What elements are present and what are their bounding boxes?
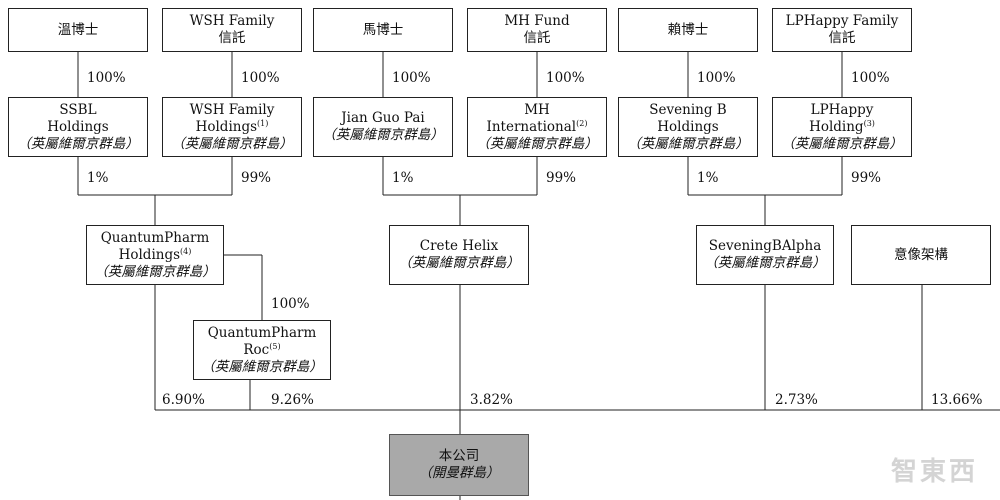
wsh-family-holdings-note: (1) bbox=[257, 118, 269, 128]
crete-helix-label: Crete Helix bbox=[419, 238, 499, 254]
jian-guo-pai-jurisdiction: （英屬維爾京群島） bbox=[322, 127, 444, 143]
mh-fund-trust-box: MH Fund 信託 bbox=[467, 8, 607, 52]
pct-wsh-qp: 99% bbox=[240, 170, 273, 186]
watermark-logo: 智東西 bbox=[890, 457, 978, 487]
wsh-family-trust-sublabel: 信託 bbox=[218, 30, 246, 46]
pct-qp-company: 6.90% bbox=[161, 392, 206, 408]
yixiang-structure-label: 意像架構 bbox=[894, 246, 948, 263]
crete-helix-box: Crete Helix （英屬維爾京群島） bbox=[389, 225, 529, 285]
seveningbalpha-box: SeveningBAlpha （英屬維爾京群島） bbox=[696, 225, 834, 285]
wsh-family-holdings-label-1: WSH Family bbox=[189, 101, 275, 118]
quantumpharm-roc-box: QuantumPharm Roc(5) （英屬維爾京群島） bbox=[193, 320, 331, 380]
wsh-family-holdings-label-2: Holdings(1) bbox=[196, 119, 269, 136]
sevening-b-holdings-label-1: Sevening B bbox=[649, 101, 727, 118]
company-box: 本公司 （開曼群島） bbox=[389, 434, 529, 496]
quantumpharm-roc-jurisdiction: （英屬維爾京群島） bbox=[201, 358, 323, 375]
mh-fund-trust-sublabel: 信託 bbox=[523, 30, 551, 46]
pct-wen-ssbl: 100% bbox=[86, 70, 127, 86]
quantumpharm-holdings-note: (4) bbox=[180, 246, 192, 256]
mh-international-name: International bbox=[486, 118, 577, 135]
lphappy-holding-name: Holding bbox=[809, 118, 864, 135]
company-label: 本公司 bbox=[438, 448, 480, 464]
quantumpharm-holdings-label-1: QuantumPharm bbox=[100, 229, 210, 246]
quantumpharm-roc-label-2: Roc(5) bbox=[243, 342, 280, 359]
wsh-family-holdings-box: WSH Family Holdings(1) （英屬維爾京群島） bbox=[162, 97, 302, 157]
wsh-family-trust-label: WSH Family bbox=[189, 13, 275, 29]
lphappy-family-trust-label: LPHappy Family bbox=[785, 13, 899, 29]
quantumpharm-roc-note: (5) bbox=[269, 341, 281, 351]
wsh-family-holdings-name: Holdings bbox=[195, 118, 258, 135]
lphappy-holding-label-2: Holding(3) bbox=[809, 119, 875, 136]
pct-alpha-company: 2.73% bbox=[774, 392, 819, 408]
sevening-b-holdings-label-2: Holdings bbox=[657, 118, 719, 135]
quantumpharm-holdings-label-2: Holdings(4) bbox=[119, 247, 192, 264]
pct-qp-roc: 100% bbox=[270, 296, 311, 312]
wsh-family-holdings-jurisdiction: （英屬維爾京群島） bbox=[171, 135, 293, 152]
sevening-b-holdings-box: Sevening B Holdings （英屬維爾京群島） bbox=[618, 97, 758, 157]
pct-lphappy-alpha: 99% bbox=[850, 170, 883, 186]
pct-lp-trust-holding: 100% bbox=[850, 70, 891, 86]
lai-doctor-label: 賴博士 bbox=[667, 21, 709, 38]
yixiang-structure-box: 意像架構 bbox=[851, 225, 991, 285]
quantumpharm-holdings-jurisdiction: （英屬維爾京群島） bbox=[94, 263, 216, 280]
sevening-b-holdings-jurisdiction: （英屬維爾京群島） bbox=[627, 135, 749, 152]
pct-jian-crete: 1% bbox=[391, 170, 415, 186]
mh-fund-trust-label: MH Fund bbox=[504, 13, 570, 29]
quantumpharm-roc-label-1: QuantumPharm bbox=[207, 324, 317, 341]
pct-mh-crete: 99% bbox=[545, 170, 578, 186]
lphappy-holding-box: LPHappy Holding(3) （英屬維爾京群島） bbox=[772, 97, 912, 157]
pct-crete-company: 3.82% bbox=[469, 392, 514, 408]
wen-doctor-label: 溫博士 bbox=[57, 21, 99, 38]
pct-mh-trust-intl: 100% bbox=[545, 70, 586, 86]
jian-guo-pai-label: Jian Guo Pai bbox=[341, 110, 425, 126]
mh-international-note: (2) bbox=[576, 118, 588, 128]
lphappy-family-trust-box: LPHappy Family 信託 bbox=[772, 8, 912, 52]
pct-lai-sevening: 100% bbox=[696, 70, 737, 86]
ssbl-holdings-jurisdiction: （英屬維爾京群島） bbox=[17, 135, 139, 152]
pct-roc-company: 9.26% bbox=[270, 392, 315, 408]
ma-doctor-label: 馬博士 bbox=[362, 21, 404, 38]
ma-doctor-box: 馬博士 bbox=[313, 8, 453, 52]
wen-doctor-box: 溫博士 bbox=[8, 8, 148, 52]
ssbl-holdings-label-1: SSBL bbox=[59, 101, 97, 118]
lai-doctor-box: 賴博士 bbox=[618, 8, 758, 52]
seveningbalpha-label: SeveningBAlpha bbox=[708, 238, 822, 254]
ssbl-holdings-label-2: Holdings bbox=[47, 118, 109, 135]
mh-international-label-1: MH bbox=[524, 101, 550, 118]
seveningbalpha-jurisdiction: （英屬維爾京群島） bbox=[704, 255, 826, 271]
ssbl-holdings-box: SSBL Holdings （英屬維爾京群島） bbox=[8, 97, 148, 157]
crete-helix-jurisdiction: （英屬維爾京群島） bbox=[398, 255, 520, 271]
lphappy-holding-jurisdiction: （英屬維爾京群島） bbox=[781, 135, 903, 152]
pct-sevening-alpha: 1% bbox=[696, 170, 720, 186]
pct-ssbl-qp: 1% bbox=[86, 170, 110, 186]
jian-guo-pai-box: Jian Guo Pai （英屬維爾京群島） bbox=[313, 97, 453, 157]
quantumpharm-holdings-box: QuantumPharm Holdings(4) （英屬維爾京群島） bbox=[86, 225, 224, 285]
mh-international-box: MH International(2) （英屬維爾京群島） bbox=[467, 97, 607, 157]
pct-wsh-trust-holdings: 100% bbox=[240, 70, 281, 86]
quantumpharm-roc-name: Roc bbox=[243, 341, 270, 358]
mh-international-jurisdiction: （英屬維爾京群島） bbox=[476, 135, 598, 152]
mh-international-label-2: International(2) bbox=[487, 119, 588, 136]
pct-yixiang-company: 13.66% bbox=[930, 392, 984, 408]
wsh-family-trust-box: WSH Family 信託 bbox=[162, 8, 302, 52]
lphappy-holding-note: (3) bbox=[863, 118, 875, 128]
lphappy-holding-label-1: LPHappy bbox=[810, 101, 874, 118]
lphappy-family-trust-sublabel: 信託 bbox=[828, 30, 856, 46]
company-jurisdiction: （開曼群島） bbox=[418, 465, 500, 481]
quantumpharm-holdings-name: Holdings bbox=[118, 246, 181, 263]
pct-ma-jian: 100% bbox=[391, 70, 432, 86]
